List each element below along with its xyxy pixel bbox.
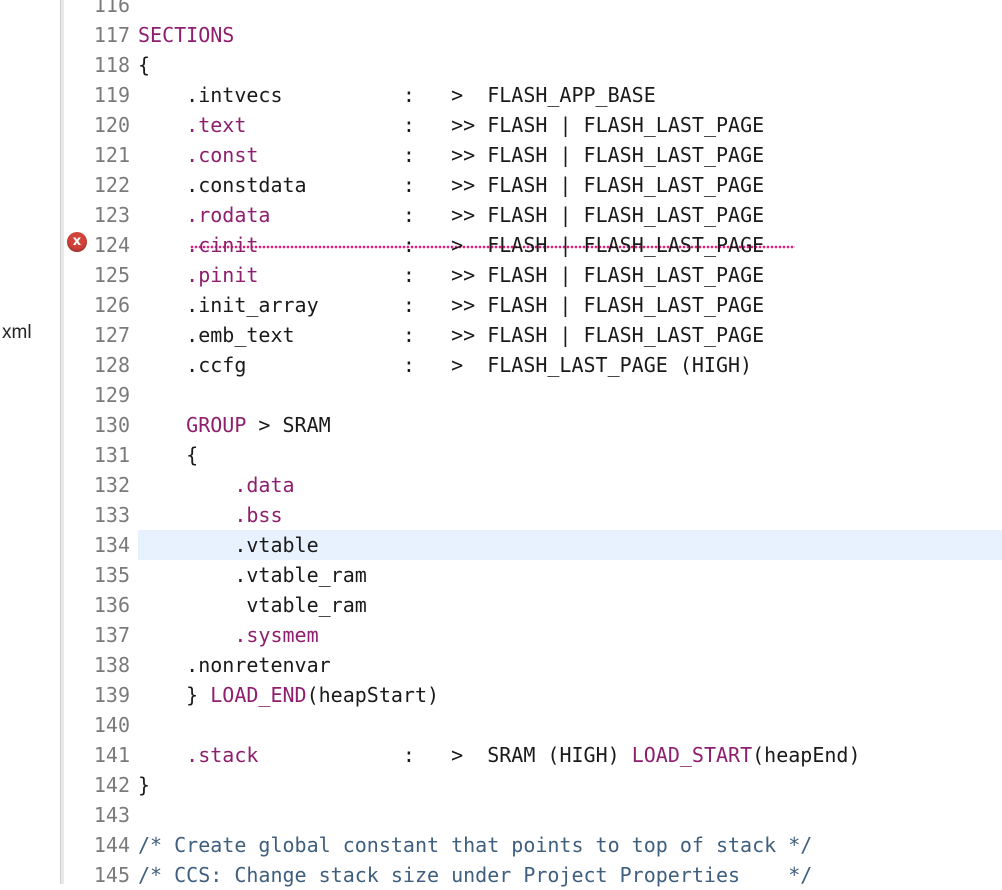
code-line[interactable]: 124 .cinit : > FLASH | FLASH_LAST_PAGE	[64, 230, 1002, 260]
code-text: .pinit : >> FLASH | FLASH_LAST_PAGE	[186, 263, 765, 287]
line-number: 130	[93, 413, 130, 437]
line-number: 128	[93, 353, 130, 377]
code-line[interactable]: 144 /* Create global constant that points…	[64, 830, 1002, 860]
code-line[interactable]: 137 .sysmem	[64, 620, 1002, 650]
line-number: 124	[93, 233, 130, 257]
code-line[interactable]: 133 .bss	[64, 500, 1002, 530]
line-number: 134	[93, 533, 130, 557]
code-line[interactable]: 142}	[64, 770, 1002, 800]
line-number: 135	[93, 563, 130, 587]
line-number: 139	[93, 683, 130, 707]
code-editor[interactable]: x 116 117 SECTIONS 118 {119 .intvecs : > FLA…	[64, 0, 1002, 887]
code-line[interactable]: 134 .vtable	[94, 530, 1002, 560]
code-text: SECTIONS	[138, 23, 235, 47]
code-text: .vtable	[138, 533, 319, 557]
code-line[interactable]: 143	[64, 800, 1002, 830]
line-number: 123	[93, 203, 130, 227]
code-text: /* Create global constant that points to…	[138, 833, 813, 857]
line-number: 125	[93, 263, 130, 287]
code-line[interactable]: 122 .constdata : >> FLASH | FLASH_LAST_P…	[64, 170, 1002, 200]
code-line[interactable]: 130 GROUP > SRAM	[64, 410, 1002, 440]
code-text: .vtable_ram	[138, 563, 367, 587]
line-number: 119	[93, 83, 130, 107]
code-line[interactable]: 132 .data	[64, 470, 1002, 500]
code-line[interactable]: 121 .const : >> FLASH | FLASH_LAST_PAGE	[64, 140, 1002, 170]
code-line[interactable]: 127 .emb_text : >> FLASH | FLASH_LAST_PA…	[64, 320, 1002, 350]
code-line[interactable]: 139 } LOAD_END(heapStart)	[64, 680, 1002, 710]
line-number: 131	[93, 443, 130, 467]
code-text: /* CCS: Change stack size under Project …	[138, 863, 813, 887]
code-text: .rodata : >> FLASH | FLASH_LAST_PAGE	[186, 203, 765, 227]
code-text: .intvecs : > FLASH_APP_BASE	[138, 83, 656, 107]
code-line[interactable]: 140	[64, 710, 1002, 740]
code-text: .nonretenvar	[138, 653, 331, 677]
code-line[interactable]: 117 SECTIONS	[64, 20, 1002, 50]
line-number: 118	[93, 53, 130, 77]
line-number: 129	[93, 383, 130, 407]
code-line[interactable]: 135 .vtable_ram	[64, 560, 1002, 590]
line-number: 120	[93, 113, 130, 137]
code-text: }	[138, 773, 151, 797]
code-text: GROUP > SRAM	[186, 413, 331, 437]
line-number: 136	[93, 593, 130, 617]
code-text: .cinit : > FLASH | FLASH_LAST_PAGE	[186, 233, 765, 257]
line-number: 117	[93, 23, 130, 47]
code-text: .sysmem	[234, 623, 319, 647]
line-number: 143	[93, 803, 130, 827]
code-line[interactable]: 141 .stack : > SRAM (HIGH) LOAD_START(he…	[64, 740, 1002, 770]
code-text: vtable_ram	[138, 593, 367, 617]
line-number: 145	[93, 863, 130, 887]
code-text: .ccfg : > FLASH_LAST_PAGE (HIGH)	[138, 353, 753, 377]
line-number: 122	[93, 173, 130, 197]
code-line[interactable]: 116	[64, 0, 1002, 20]
line-number: 121	[93, 143, 130, 167]
code-line[interactable]: 131 {	[64, 440, 1002, 470]
line-number: 140	[93, 713, 130, 737]
code-line[interactable]: 126 .init_array : >> FLASH | FLASH_LAST_…	[64, 290, 1002, 320]
code-text: {	[138, 443, 199, 467]
line-number: 126	[93, 293, 130, 317]
code-text: .stack : > SRAM (HIGH) LOAD_START(heapEn…	[186, 743, 861, 767]
code-line[interactable]: 145 /* CCS: Change stack size under Proje…	[64, 860, 1002, 890]
code-text: } LOAD_END(heapStart)	[138, 683, 440, 707]
left-panel: xml	[0, 0, 62, 884]
line-number: 141	[93, 743, 130, 767]
code-line[interactable]: 125 .pinit : >> FLASH | FLASH_LAST_PAGE	[64, 260, 1002, 290]
panel-divider[interactable]	[60, 0, 64, 884]
code-text: .bss	[234, 503, 283, 527]
code-line[interactable]: 119 .intvecs : > FLASH_APP_BASE	[64, 80, 1002, 110]
line-number: 127	[93, 323, 130, 347]
line-number: 138	[93, 653, 130, 677]
code-text: .emb_text : >> FLASH | FLASH_LAST_PAGE	[138, 323, 765, 347]
code-text: .const : >> FLASH | FLASH_LAST_PAGE	[186, 143, 765, 167]
code-text: {	[138, 53, 151, 77]
line-number: 137	[93, 623, 130, 647]
code-line[interactable]: 129	[64, 380, 1002, 410]
code-line[interactable]: 118 {	[64, 50, 1002, 80]
code-line[interactable]: 120 .text : >> FLASH | FLASH_LAST_PAGE	[64, 110, 1002, 140]
code-line[interactable]: 136 vtable_ram	[64, 590, 1002, 620]
code-line[interactable]: 123 .rodata : >> FLASH | FLASH_LAST_PAGE	[64, 200, 1002, 230]
code-text: .text : >> FLASH | FLASH_LAST_PAGE	[186, 113, 765, 137]
code-line[interactable]: 138 .nonretenvar	[64, 650, 1002, 680]
line-number: 142	[93, 773, 130, 797]
line-number: 116	[93, 0, 130, 17]
line-number: 132	[93, 473, 130, 497]
error-icon[interactable]: x	[67, 232, 87, 252]
code-text: .init_array : >> FLASH | FLASH_LAST_PAGE	[138, 293, 765, 317]
line-number: 144	[93, 833, 130, 857]
error-underline	[190, 245, 795, 249]
sidebar-label[interactable]: xml	[2, 322, 32, 343]
line-number: 133	[93, 503, 130, 527]
code-line[interactable]: 128 .ccfg : > FLASH_LAST_PAGE (HIGH)	[64, 350, 1002, 380]
code-text: .data	[234, 473, 295, 497]
code-text: .constdata : >> FLASH | FLASH_LAST_PAGE	[138, 173, 765, 197]
